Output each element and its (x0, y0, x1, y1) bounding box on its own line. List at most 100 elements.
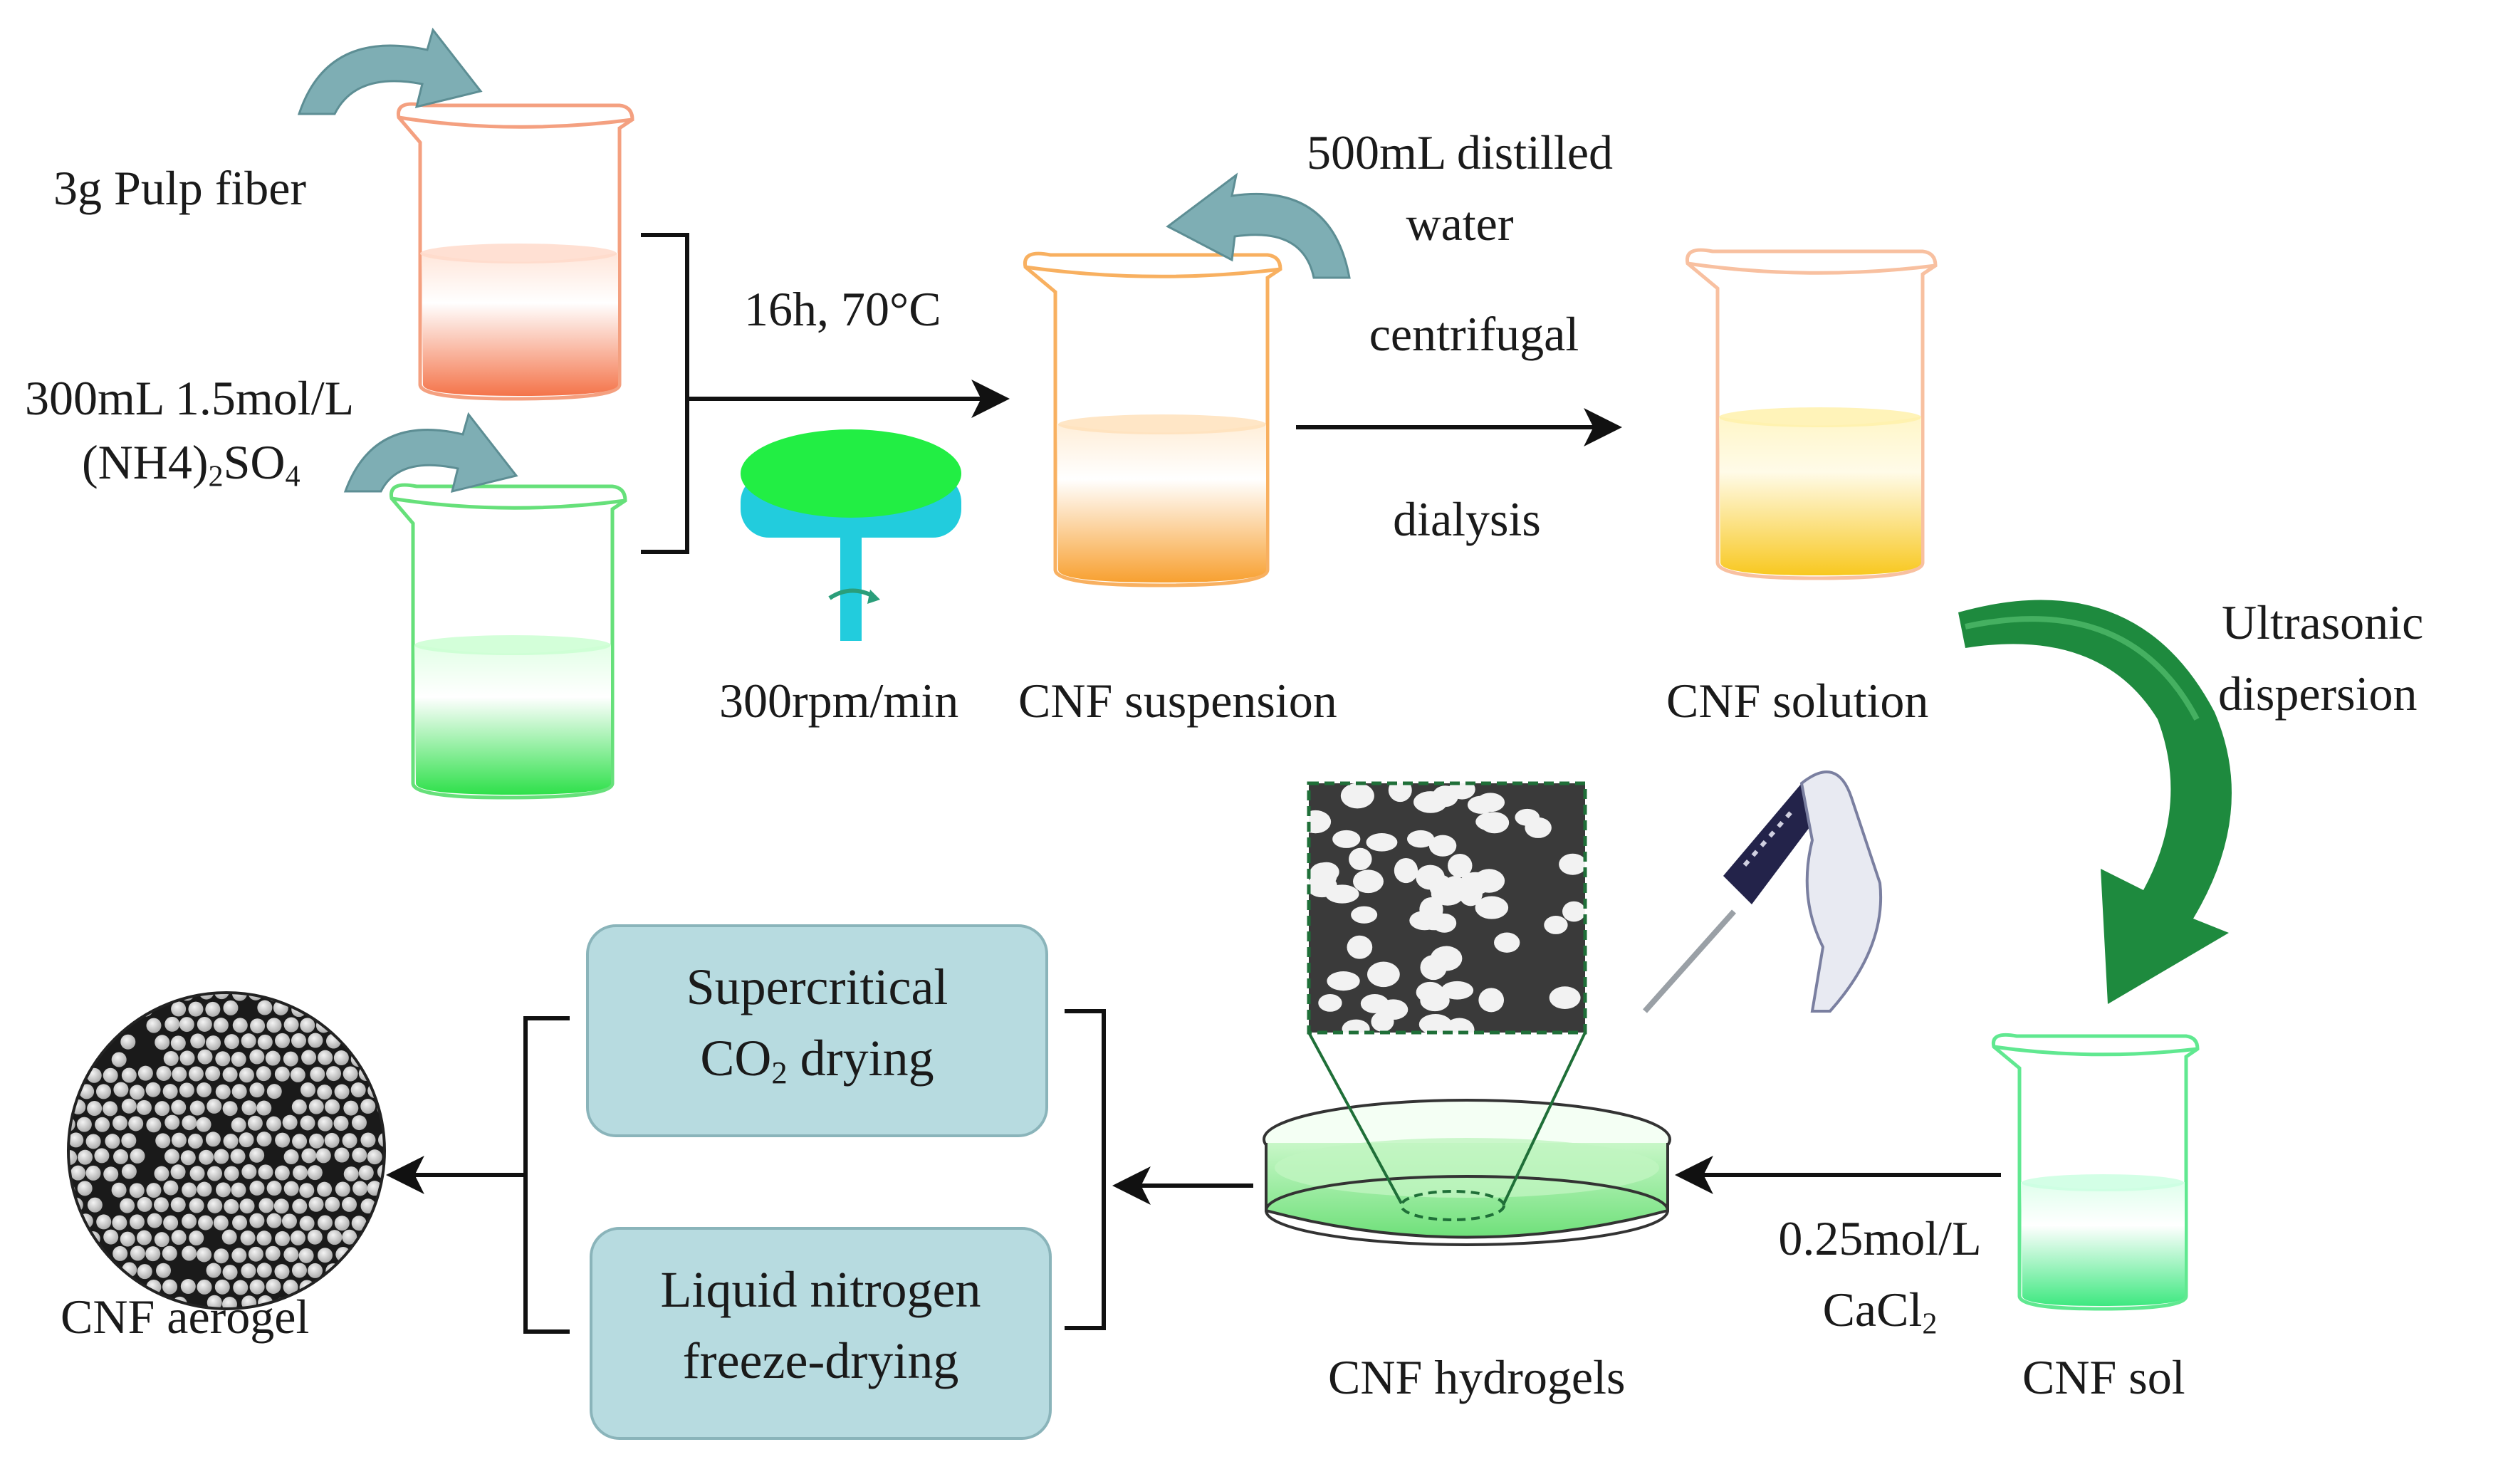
aerogel-bead (281, 1213, 297, 1229)
hydrogel-bead (1343, 783, 1368, 802)
aerogel-bead (230, 1149, 246, 1164)
hydrogel-bead (1416, 864, 1445, 890)
aerogel-bead (189, 1100, 205, 1116)
aerogel-bead (257, 1034, 273, 1050)
aerogel-bead (87, 1197, 103, 1213)
aerogel-bead (293, 1165, 308, 1181)
aerogel-bead (213, 1018, 229, 1033)
aerogel-bead (189, 1166, 205, 1181)
aerogel-bead (170, 1164, 186, 1180)
aerogel-bead (300, 1082, 315, 1097)
aerogel-bead (182, 1213, 197, 1229)
aerogel-bead (179, 1017, 194, 1033)
aerogel-bead (247, 1115, 263, 1131)
aerogel-bead (78, 1246, 94, 1262)
aerogel-bead (239, 1067, 254, 1083)
aerogel-bead (241, 1164, 257, 1179)
hydrogel-bead (1549, 986, 1581, 1009)
aerogel-bead (162, 1279, 177, 1295)
hydrogel-bead (1475, 896, 1509, 919)
aerogel-bead (315, 1148, 331, 1164)
aerogel-bead (172, 1067, 187, 1082)
aerogel-bead (222, 1265, 238, 1280)
aerogel-bead (378, 1132, 385, 1148)
aerogel-bead (342, 1229, 357, 1245)
aerogel-bead (87, 1033, 103, 1049)
aerogel-bead (367, 1050, 382, 1065)
cnf-hydrogels-label: CNF hydrogels (1328, 1350, 1626, 1404)
aerogel-bead (214, 1279, 230, 1295)
drying-box2-line1: Liquid nitrogen (660, 1261, 981, 1318)
aerogel-bead (214, 1149, 229, 1164)
aerogel-bead (190, 1033, 206, 1049)
aerogel-bead (189, 1198, 204, 1213)
aerogel-bead (283, 1279, 298, 1295)
aerogel-bead (291, 1033, 307, 1048)
aerogel-bead (197, 1181, 212, 1197)
aerogel-bead (224, 1166, 239, 1181)
aerogel-bead (335, 1246, 351, 1262)
aerogel-bead (316, 1281, 332, 1297)
aerogel-bead (395, 1231, 410, 1246)
aerogel-bead (258, 1198, 274, 1213)
beaker-cnf-suspension (1023, 251, 1282, 587)
aerogel-bead (188, 1066, 204, 1082)
hydrogel-bead (1413, 791, 1448, 813)
hydrogel-bead (1347, 935, 1373, 959)
aerogel-bead (163, 993, 179, 999)
hydrogel-bead (1418, 1013, 1452, 1033)
aerogel-bead (214, 1248, 229, 1264)
aerogel-bead (317, 1181, 333, 1197)
hydrogel-bead (1406, 830, 1435, 848)
aerogel-bead (376, 1297, 385, 1309)
hydrogel-bead (1544, 915, 1568, 934)
aerogel-bead (103, 1166, 119, 1182)
aerogel-bead (368, 1245, 384, 1261)
aerogel-bead (96, 1214, 112, 1230)
aerogel-bead (325, 1099, 340, 1114)
aerogel-bead (249, 1082, 265, 1098)
cnf-aerogel-label: CNF aerogel (61, 1290, 310, 1344)
aerogel-bead (206, 1035, 221, 1051)
aerogel-bead (248, 993, 263, 1000)
aerogel-bead (318, 1050, 333, 1065)
aerogel-bead (283, 1181, 299, 1196)
aerogel-bead (146, 1183, 162, 1198)
beaker-cnf-solution (1685, 248, 1938, 580)
aerogel-bead (68, 1051, 77, 1067)
aerogel-bead (256, 1230, 272, 1246)
aerogel-bead (197, 1049, 213, 1065)
aerogel-sem-image (67, 991, 410, 1310)
aerogel-bead (333, 1115, 349, 1131)
aerogel-bead (130, 993, 145, 1002)
hydrogel-bead (1444, 1018, 1475, 1033)
aerogel-bead (394, 1099, 409, 1114)
aerogel-bead (291, 1263, 307, 1278)
aerogel-bead (223, 1000, 239, 1015)
aerogel-bead (360, 1003, 375, 1018)
aerogel-bead (87, 1100, 103, 1116)
aerogel-bead (68, 1033, 84, 1048)
aerogel-bead (241, 1100, 257, 1116)
aerogel-bead (274, 1165, 290, 1181)
aerogel-bead (145, 1082, 161, 1097)
aerogel-bead (128, 1116, 144, 1132)
water-label-line2: water (1406, 197, 1514, 251)
aerogel-bead (249, 1049, 265, 1065)
aerogel-bead (180, 1150, 196, 1166)
hydrogel-bead (1351, 906, 1378, 924)
beaker-ammonium-sulfate (389, 483, 627, 800)
aerogel-bead (292, 1198, 308, 1214)
aerogel-bead (343, 1100, 359, 1116)
aerogel-bead (360, 1099, 376, 1114)
aerogel-bead (360, 1034, 376, 1050)
beaker-cnf-sol (1991, 1033, 2200, 1311)
aerogel-bead (298, 1248, 314, 1263)
aerogel-bead (266, 1213, 282, 1228)
aerogel-bead (198, 1215, 214, 1230)
aerogel-bead (385, 1280, 400, 1295)
aerogel-bead (137, 1264, 152, 1280)
aerogel-bead (394, 1000, 409, 1015)
aerogel-bead (367, 1149, 382, 1165)
aerogel-bead (250, 1018, 266, 1034)
